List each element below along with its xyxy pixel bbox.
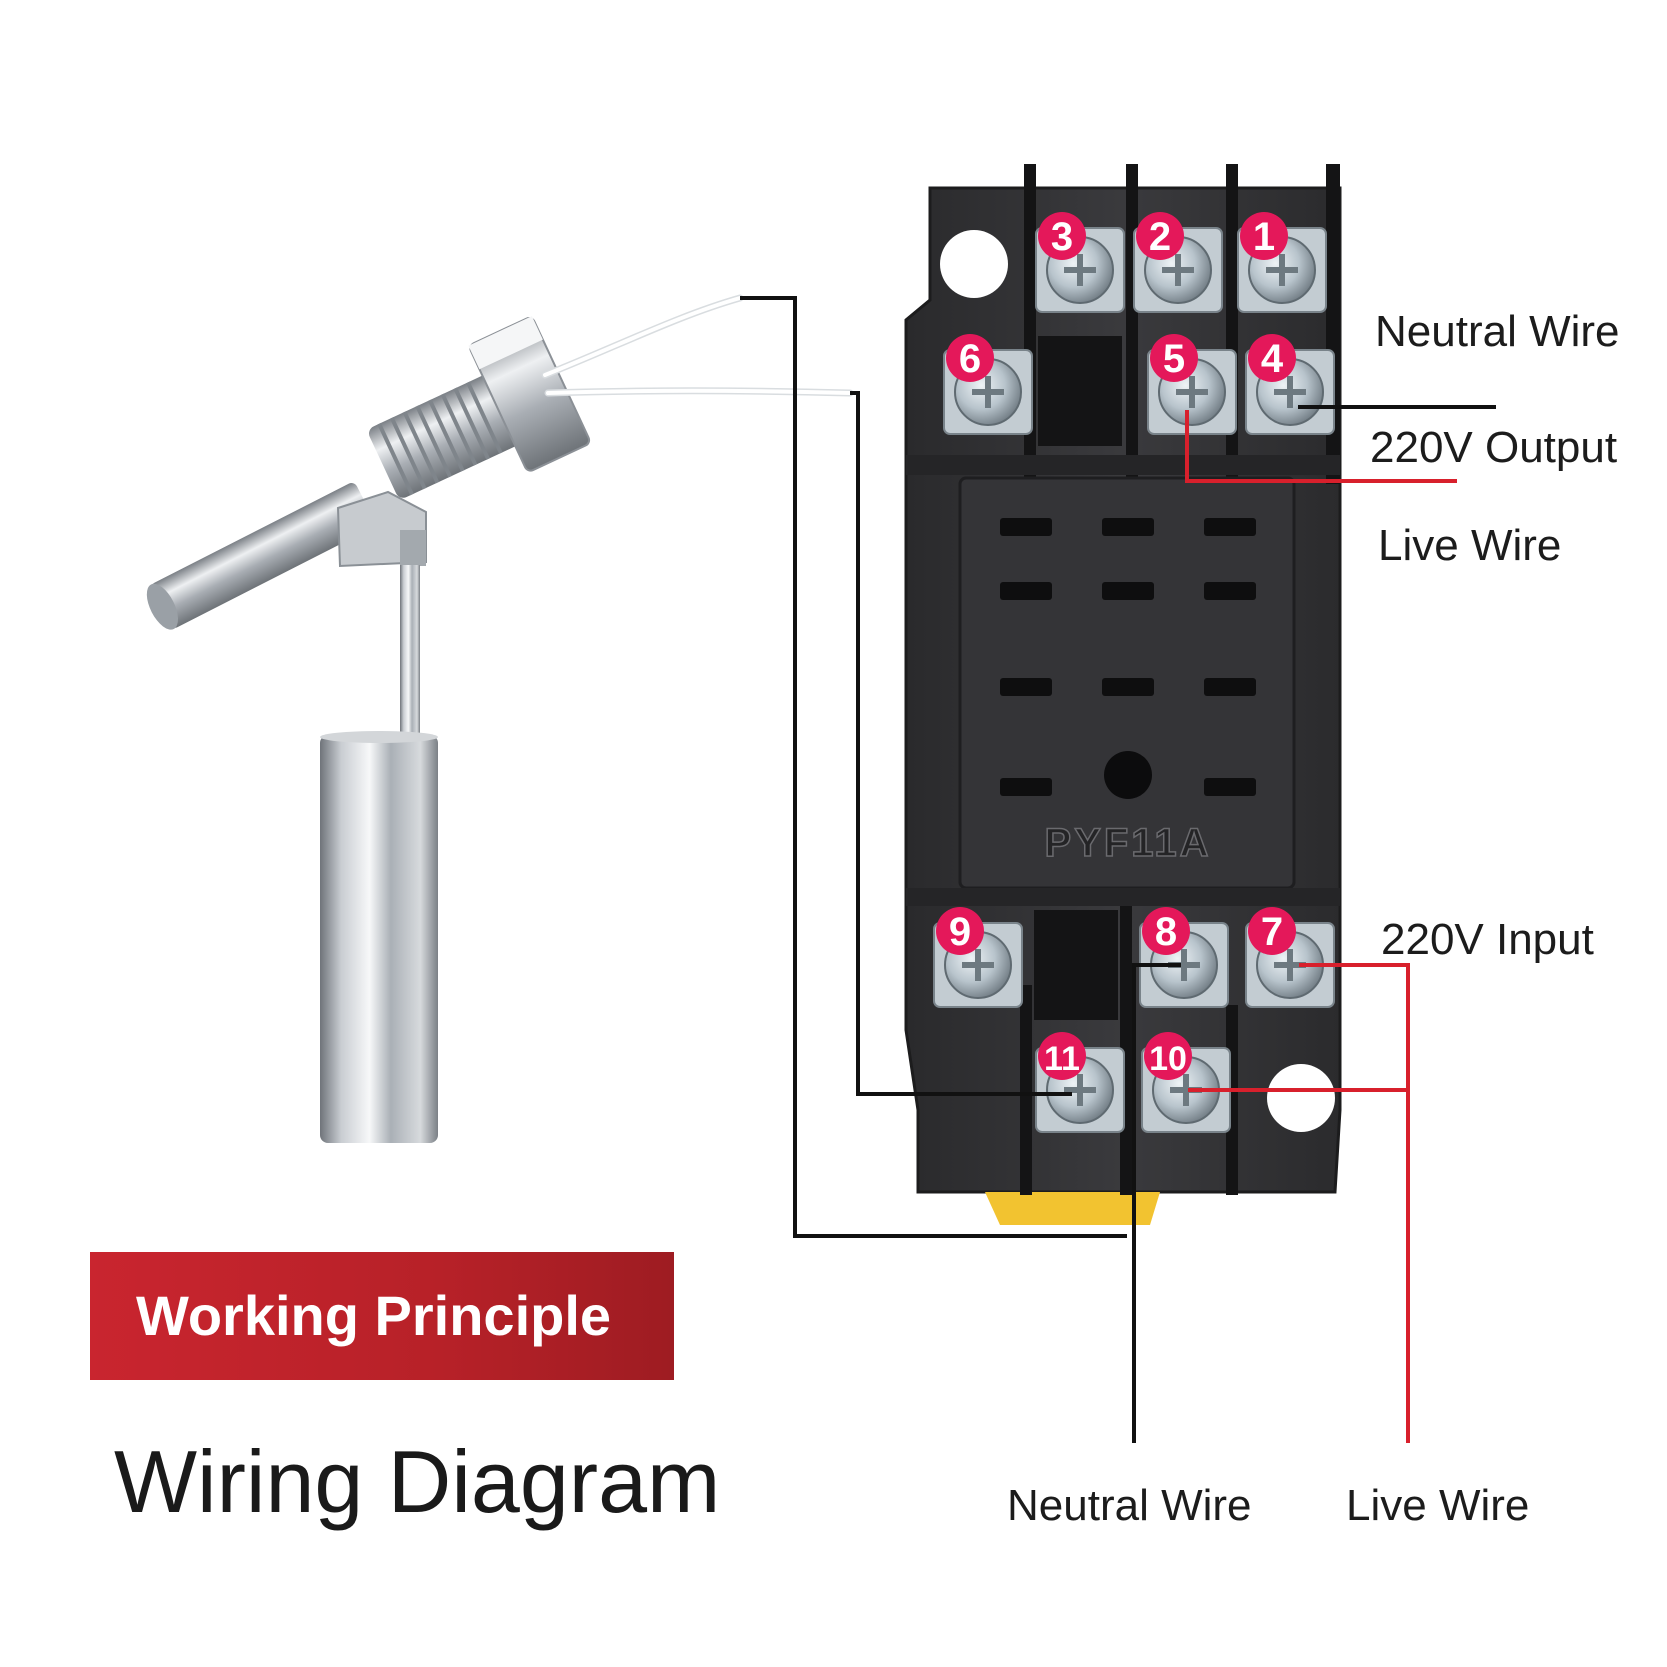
screw-slot-5 [1176,376,1208,408]
label-220v-output: 220V Output [1370,423,1618,472]
float-stem [400,565,420,735]
mounting-hole-bottom [1267,1064,1335,1132]
mounting-hole-top [940,230,1008,298]
terminal-number-11: 11 [1044,1040,1080,1078]
pin-slots [1000,518,1256,796]
terminal-badge-2 [1136,212,1184,260]
switch-to-terminal-11-wire [850,391,1072,1096]
terminal-badge-9 [936,907,984,955]
terminal-number-2: 2 [1149,215,1171,259]
switch-to-neutral-wire [740,296,1127,1238]
switch-lead-wires [541,294,854,397]
terminal-number-6: 6 [959,337,981,381]
float-arm [146,483,375,630]
neutral-wires [740,296,1496,1443]
float-hinge [336,490,427,568]
terminal-number-7: 7 [1261,910,1283,954]
terminal-badge-1 [1240,212,1288,260]
terminal-badge-3 [1038,212,1086,260]
live-wire-output [1185,410,1457,483]
diagram-title: Wiring Diagram [114,1432,721,1531]
terminal-badge-10 [1144,1032,1192,1080]
label-live-wire-top: Live Wire [1378,521,1562,570]
terminal-number-9: 9 [949,910,971,954]
label-neutral-wire-bottom: Neutral Wire [1007,1481,1252,1530]
live-wire-input [1299,963,1410,1443]
float-cylinder [320,731,438,1143]
terminal-number-8: 8 [1155,910,1177,954]
terminal-number-5: 5 [1163,337,1185,381]
terminal-number-10: 10 [1149,1040,1187,1078]
screw-slot-9 [962,949,994,981]
terminal-badge-11 [1038,1032,1086,1080]
label-220v-input: 220V Input [1381,915,1594,964]
terminal-badge-4 [1248,334,1296,382]
label-live-wire-bottom: Live Wire [1346,1481,1530,1530]
terminal-number-1: 1 [1253,215,1275,259]
terminal-badges: 1 2 3 4 5 6 7 8 9 10 11 [936,212,1296,1080]
socket-model: PYF11A [1045,821,1212,865]
screw-slot-1 [1266,254,1298,286]
banner-label: Working Principle [136,1284,612,1347]
screw-slot-11 [1064,1074,1096,1106]
screw-slot-4 [1274,376,1306,408]
screw-slot-3 [1064,254,1096,286]
center-hole [1104,751,1152,799]
label-neutral-wire-top: Neutral Wire [1375,307,1620,356]
terminal-badge-8 [1142,907,1190,955]
threaded-fitting [369,316,591,498]
screw-slot-2 [1162,254,1194,286]
terminal-number-4: 4 [1261,337,1284,381]
terminal-number-3: 3 [1051,215,1073,259]
neutral-wire-bottom [1132,963,1181,1443]
float-switch [146,316,591,1143]
terminal-badge-5 [1150,334,1198,382]
screw-slot-6 [972,376,1004,408]
working-principle-banner: Working Principle [90,1252,674,1380]
live-wires [1185,410,1457,1443]
terminal-badge-7 [1248,907,1296,955]
terminal-badge-6 [946,334,994,382]
